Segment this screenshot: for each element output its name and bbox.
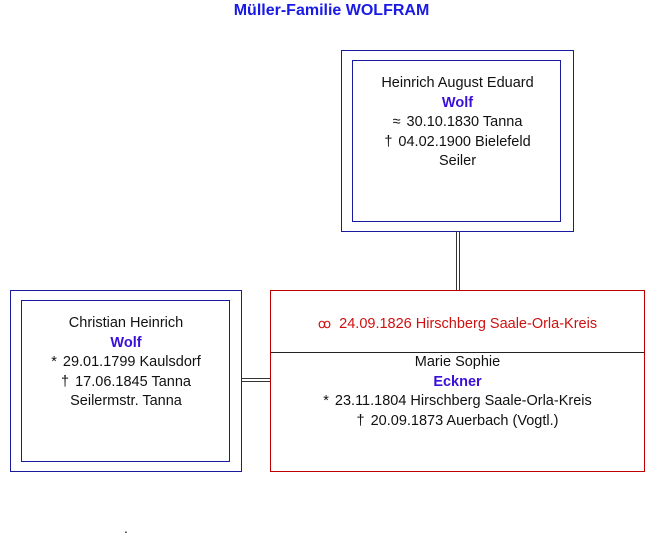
wife-given-name: Marie Sophie [414,354,501,370]
death-icon: † [384,133,393,150]
spouse-connector-bottom [241,381,270,382]
father-death-line: † 04.02.1900 Bielefeld [342,133,573,153]
father-occupation: Seiler [438,153,477,169]
father-card-inner-frame [352,60,561,222]
footer-mark: . [124,520,128,536]
husband-given-name: Christian Heinrich [68,315,184,331]
marriage-row: ꝏ 24.09.1826 Hirschberg Saale-Orla-Kreis [271,291,644,353]
wife-birth: 23.11.1804 Hirschberg Saale-Orla-Kreis [334,393,592,409]
father-baptism-line: ≈30.10.1830 Tanna [342,113,573,133]
wife-details: Marie Sophie Eckner * 23.11.1804 Hirschbe… [271,353,644,431]
father-surname: Wolf [441,94,474,111]
father-card[interactable]: Heinrich August Eduard Wolf ≈30.10.1830 … [341,50,574,232]
husband-card-inner-frame [21,300,230,462]
father-details: Heinrich August Eduard Wolf ≈30.10.1830 … [342,74,573,172]
birth-icon: * [51,354,57,370]
wife-birth-line: * 23.11.1804 Hirschberg Saale-Orla-Kreis [271,392,644,412]
husband-birth-line: * 29.01.1799 Kaulsdorf [11,353,241,373]
death-icon: † [61,373,70,390]
marriage-rings-icon: ꝏ [317,316,332,331]
wife-death-line: † 20.09.1873 Auerbach (Vogtl.) [271,412,644,432]
wife-surname: Eckner [433,373,482,390]
husband-card[interactable]: Christian Heinrich Wolf * 29.01.1799 Kaul… [10,290,242,472]
birth-icon: * [323,393,329,409]
baptism-icon: ≈ [392,114,401,130]
father-death: 04.02.1900 Bielefeld [398,133,531,150]
husband-details: Christian Heinrich Wolf * 29.01.1799 Kaul… [11,314,241,412]
father-baptism: 30.10.1830 Tanna [406,114,523,130]
spouse-connector-top [241,378,270,379]
parent-connector-left [456,231,457,290]
parent-connector-right [459,231,460,290]
marriage-details: 24.09.1826 Hirschberg Saale-Orla-Kreis [339,316,598,332]
page-title: Müller-Familie WOLFRAM [233,2,430,19]
father-given-name: Heinrich August Eduard [381,75,534,91]
husband-surname: Wolf [110,334,142,351]
husband-birth: 29.01.1799 Kaulsdorf [62,354,201,370]
husband-occupation: Seilermstr. Tanna [70,393,182,409]
wife-death: 20.09.1873 Auerbach (Vogtl.) [370,412,559,429]
death-icon: † [356,412,365,429]
husband-death-line: † 17.06.1845 Tanna [11,373,241,393]
husband-death: 17.06.1845 Tanna [75,373,191,390]
